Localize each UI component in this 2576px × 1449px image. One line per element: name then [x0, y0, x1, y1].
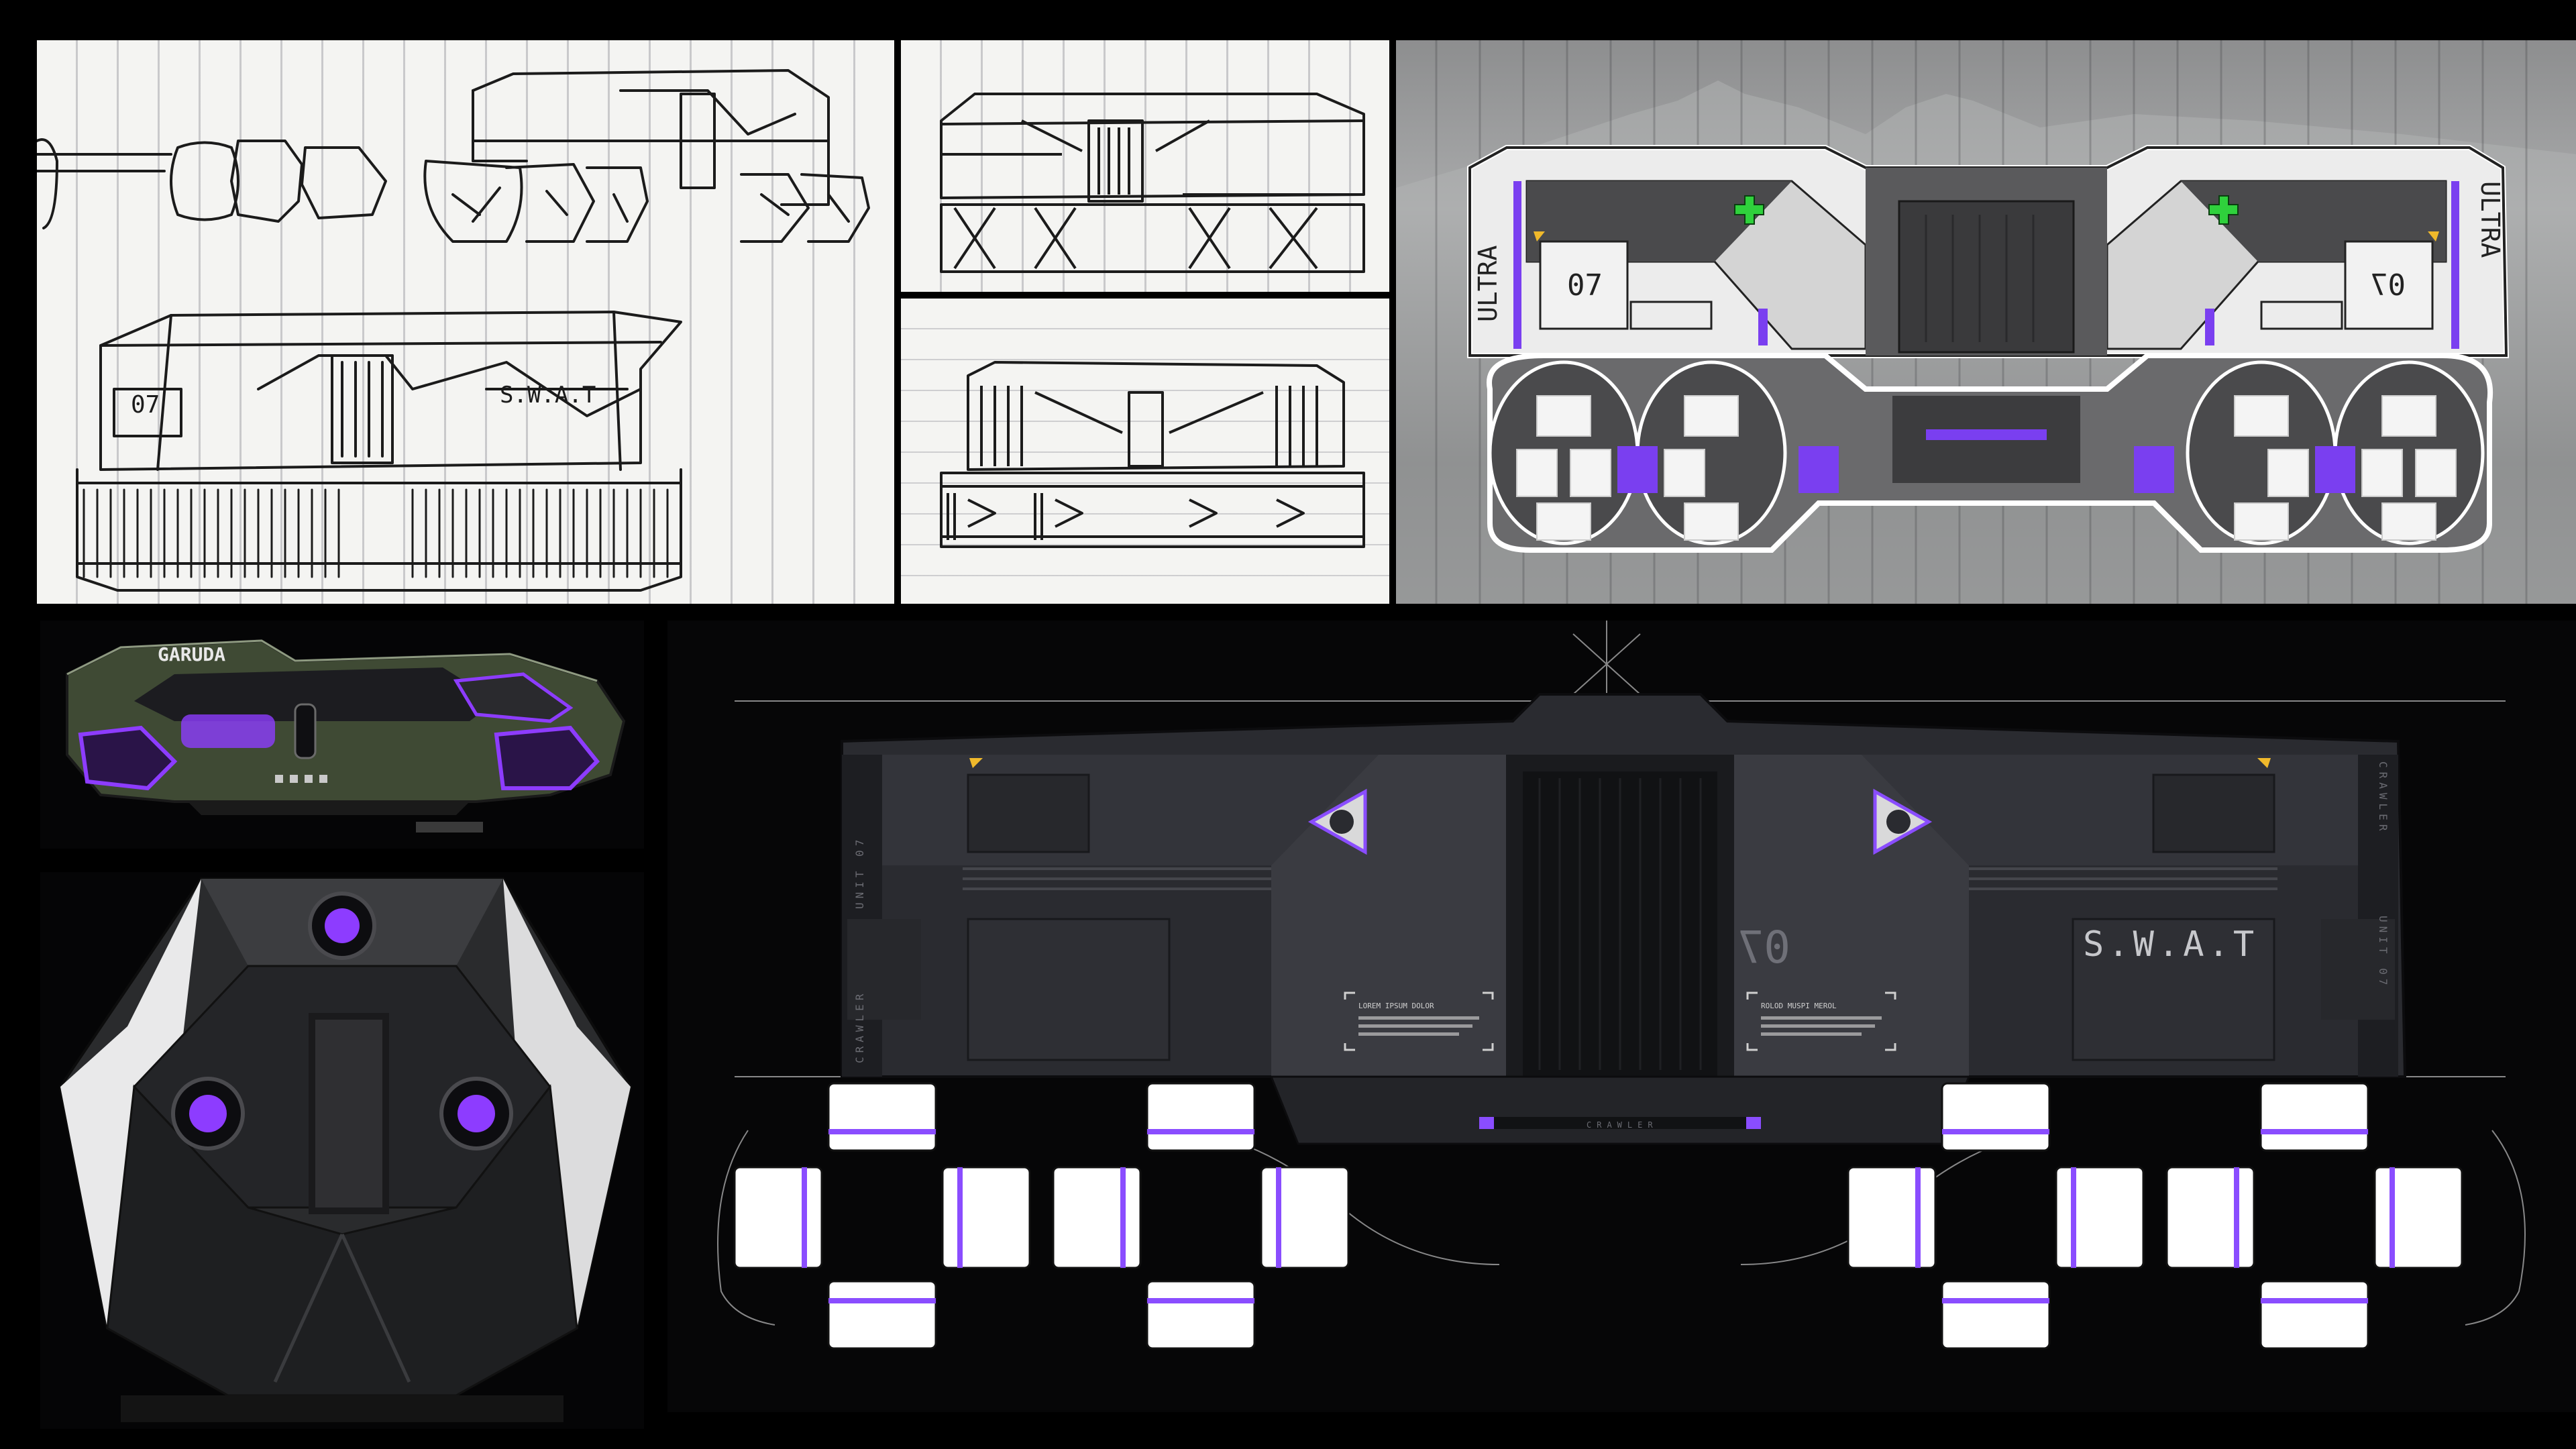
concept-grey-drawing: ULTRA ULTRA 07 07 — [1396, 40, 2576, 604]
concept-number-left: 07 — [1567, 268, 1603, 303]
pencil-sketch-drawing: 07 S.W.A.T — [37, 69, 870, 592]
model-top-render: GARUDA — [66, 639, 626, 833]
render-info-right-title: ROLOD MUSPI MEROL — [1761, 1002, 1837, 1010]
sketch-panel-bottom-small — [901, 299, 1389, 604]
concept-number-right: 07 — [2370, 268, 2406, 303]
pencil-sketch-small-b — [940, 361, 1365, 548]
model-front-panel — [40, 872, 644, 1429]
render-side-right-lower: UNIT 07 — [2377, 916, 2390, 989]
pencil-unit-label: S.W.A.T — [500, 382, 596, 409]
concept-grey-panel: ULTRA ULTRA 07 07 — [1396, 40, 2576, 604]
render-info-left-title: LOREM IPSUM DOLOR — [1358, 1002, 1434, 1010]
model-top-panel: GARUDA — [40, 621, 644, 849]
pencil-sketch-small-a — [940, 93, 1365, 273]
render-main-drawing: 07 S.W.A.T UNIT 07 CRAWLER CRAWLER UNIT … — [717, 621, 2526, 1350]
model-front-render — [58, 877, 633, 1422]
sketch-panel-top-small — [901, 40, 1389, 292]
model-brand-label: GARUDA — [158, 643, 225, 665]
render-side-left: UNIT 07 — [853, 836, 866, 909]
render-bottom-strip: CRAWLER — [1587, 1120, 1658, 1130]
render-unit-label: S.W.A.T — [2083, 924, 2258, 965]
sketch-panel-main: 07 S.W.A.T — [37, 40, 894, 604]
pencil-number: 07 — [131, 391, 160, 419]
render-side-right: CRAWLER — [2377, 761, 2390, 835]
render-number: 07 — [1737, 922, 1790, 973]
wheel-group-1 — [733, 1082, 1031, 1350]
concept-side-text-right: ULTRA — [2475, 181, 2505, 258]
concept-side-text-left: ULTRA — [1473, 245, 1503, 322]
render-side-left-lower: CRAWLER — [853, 990, 866, 1063]
render-main-panel: 07 S.W.A.T UNIT 07 CRAWLER CRAWLER UNIT … — [667, 621, 2576, 1412]
